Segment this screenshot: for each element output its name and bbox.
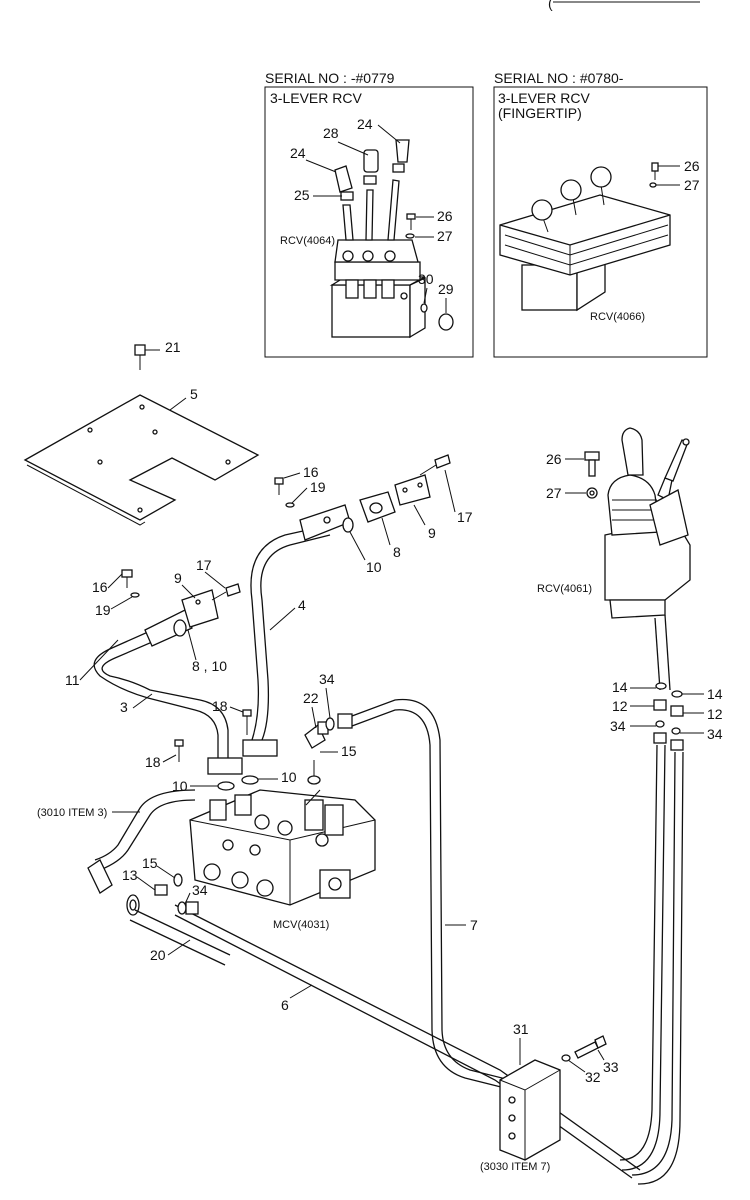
callout-34c: 34 [610,718,626,734]
callout-34b: 34 [192,882,208,898]
rcv-hoses [619,614,684,1185]
callout-12a: 12 [612,698,628,714]
rcv-4064-drawing [329,139,454,339]
inset-left-callout-27: 27 [437,228,453,244]
flange-left [207,757,243,775]
rcv-4066-drawing [499,162,671,312]
callout-12b: 12 [707,706,723,722]
callout-8-10: 8 , 10 [192,658,227,674]
flange-right [242,739,278,757]
inset-right-title-1: 3-LEVER RCV [498,90,590,106]
callout-17a: 17 [457,509,473,525]
callout-13: 13 [122,867,138,883]
inset-left-callout-29: 29 [438,281,454,297]
callout-20: 20 [150,947,166,963]
callout-22: 22 [303,690,319,706]
hose-7 [351,698,511,1089]
inset-left-callout-26: 26 [437,208,453,224]
pipe-3010 [87,789,196,894]
callout-15a: 15 [341,743,357,759]
inset-left-callout-24b: 24 [290,145,306,161]
callout-19a: 19 [310,479,326,495]
callout-11: 11 [65,672,80,688]
callout-19b: 19 [95,602,111,618]
header-partial-text: ( [548,0,553,11]
ref-3010-item-3: (3010 ITEM 3) [37,807,107,819]
inset-left-callout-24a: 24 [357,116,373,132]
callout-32: 32 [585,1069,601,1085]
inset-left-callout-28: 28 [323,125,339,141]
inset-left-rcv-label: RCV(4064) [280,235,335,247]
callout-18a: 18 [212,698,228,714]
inset-right-callout-26: 26 [684,158,700,174]
inset-right-callout-27: 27 [684,177,700,193]
inset-left: SERIAL NO : -#0779 3-LEVER RCV RCV(4064) [264,70,474,358]
inset-right-rcv-label: RCV(4066) [590,311,645,323]
rcv-4061-label: RCV(4061) [537,583,592,595]
inset-left-serial: SERIAL NO : -#0779 [265,70,395,86]
callout-18b: 18 [145,754,161,770]
callout-9a: 9 [428,525,436,541]
callout-34a: 34 [319,671,335,687]
pipe-4 [250,454,451,741]
callout-34d: 34 [707,726,723,742]
callout-8a: 8 [393,544,401,560]
callout-15b: 15 [142,855,158,871]
callout-27: 27 [546,485,562,501]
mcv-4031-drawing [189,789,376,906]
callout-7: 7 [470,917,478,933]
callout-4: 4 [298,597,306,613]
inset-right: SERIAL NO : #0780- 3-LEVER RCV (FINGERTI… [493,70,708,358]
callout-21: 21 [165,339,181,355]
callout-16b: 16 [92,579,108,595]
callout-14b: 14 [707,686,723,702]
inset-right-frame [493,86,708,358]
callout-16a: 16 [303,464,319,480]
inset-left-frame [264,86,474,358]
callout-3: 3 [120,699,128,715]
hoses-6-20 [126,873,641,1179]
inset-left-callout-30: 30 [418,271,434,287]
callout-9b: 9 [174,570,182,586]
pipe-3 [93,569,241,760]
callout-33: 33 [603,1059,619,1075]
mcv-label: MCV(4031) [273,919,329,931]
inset-right-serial: SERIAL NO : #0780- [494,70,624,86]
floor-plate [23,344,260,526]
clamp-31 [499,1035,607,1161]
callout-6: 6 [281,997,289,1013]
callout-5: 5 [190,386,198,402]
callout-10a: 10 [366,559,382,575]
inset-right-title-2: (FINGERTIP) [498,105,582,121]
callout-14a: 14 [612,679,628,695]
callout-26: 26 [546,451,562,467]
callout-31: 31 [513,1021,529,1037]
callout-17b: 17 [196,557,212,573]
callout-10c: 10 [281,769,297,785]
rcv-4061-drawing [584,427,691,619]
inset-left-title: 3-LEVER RCV [270,90,362,106]
ref-3030-item-7: (3030 ITEM 7) [480,1161,550,1173]
fittings-22-34 [304,713,353,785]
inset-left-callout-25: 25 [294,187,310,203]
